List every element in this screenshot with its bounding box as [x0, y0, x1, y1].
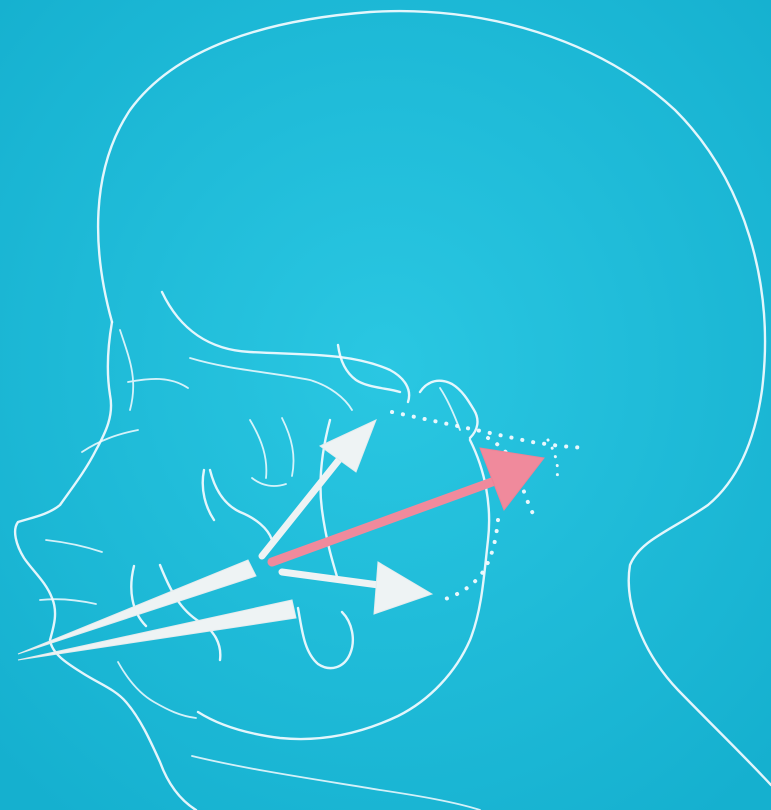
diagram-canvas	[0, 0, 771, 810]
background	[0, 0, 771, 810]
cephalometric-growth-diagram	[0, 0, 771, 810]
